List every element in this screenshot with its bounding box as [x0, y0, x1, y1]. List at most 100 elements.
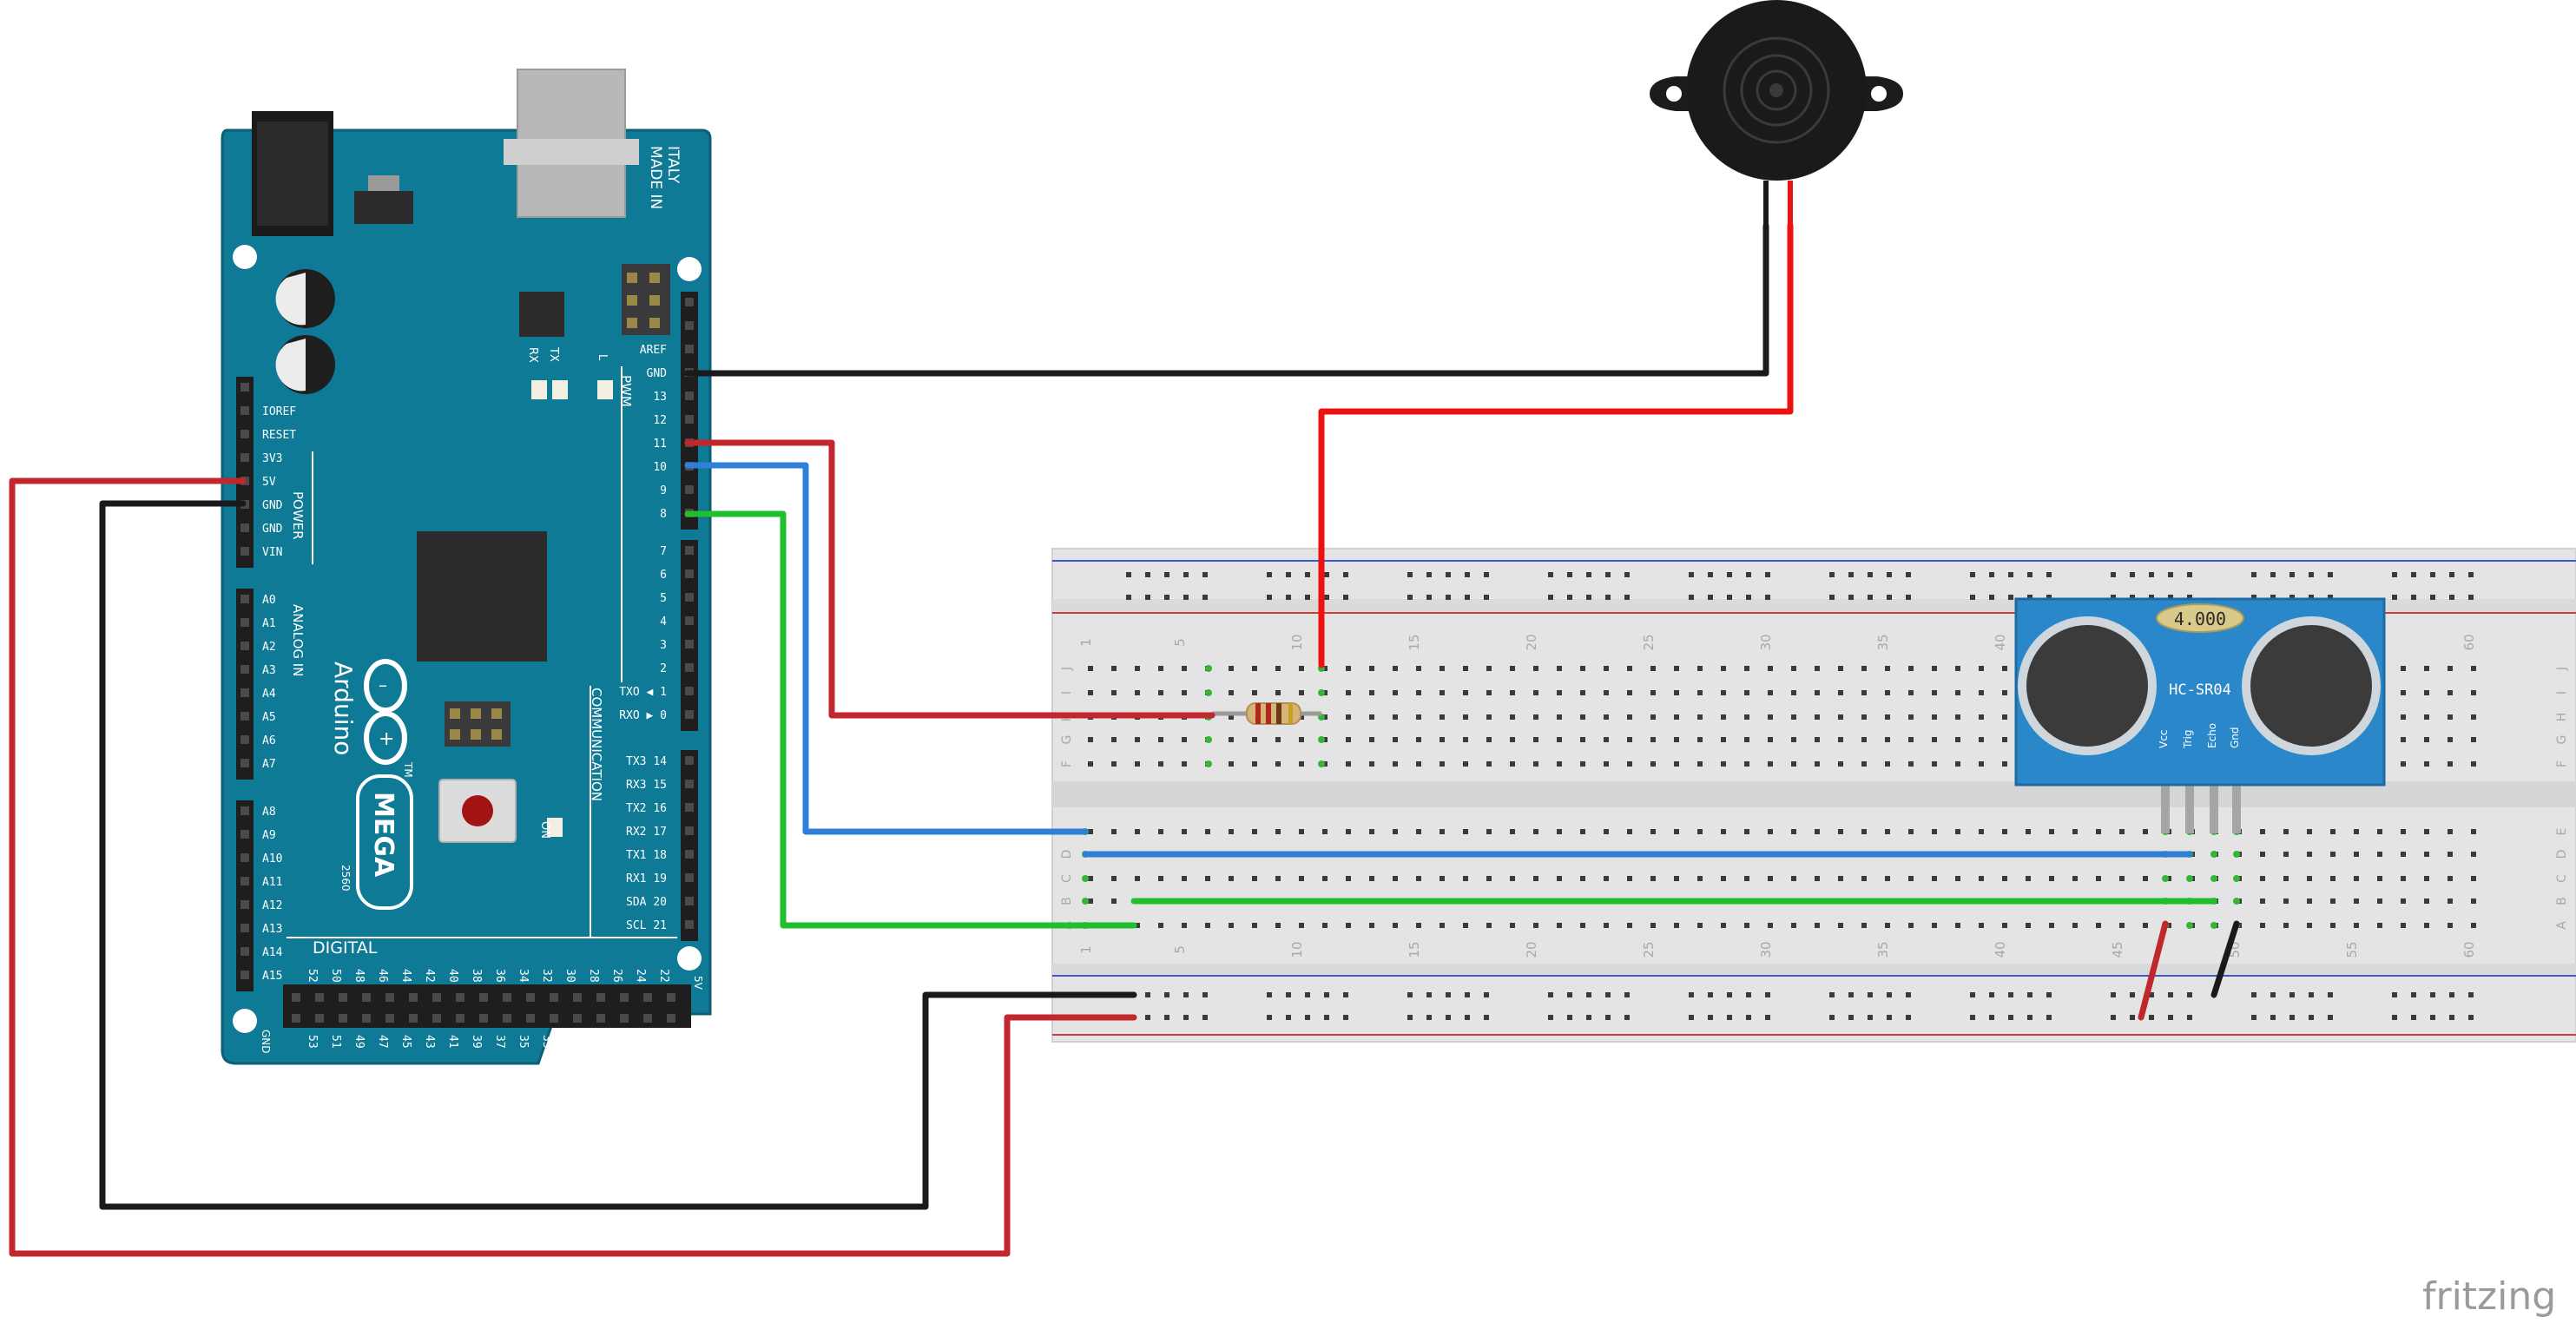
- breadboard-hole[interactable]: [1697, 761, 1703, 767]
- rail-hole[interactable]: [2046, 1015, 2052, 1020]
- rail-hole[interactable]: [1765, 595, 1770, 600]
- rail-hole[interactable]: [1765, 992, 1770, 997]
- breadboard-hole[interactable]: [2002, 876, 2007, 881]
- breadboard-hole[interactable]: [1791, 761, 1796, 767]
- rail-hole[interactable]: [1183, 992, 1189, 997]
- rail-hole[interactable]: [1970, 595, 1975, 600]
- breadboard-hole[interactable]: [1979, 829, 1984, 834]
- rail-hole[interactable]: [2392, 572, 2397, 577]
- header-pin[interactable]: [685, 616, 694, 625]
- breadboard-hole[interactable]: [1299, 737, 1304, 742]
- rail-hole[interactable]: [2008, 1015, 2013, 1020]
- breadboard-hole[interactable]: [1486, 690, 1492, 695]
- breadboard-hole[interactable]: [1885, 876, 1890, 881]
- breadboard-hole[interactable]: [1650, 923, 1656, 928]
- breadboard-hole[interactable]: [1510, 714, 1515, 720]
- rail-hole[interactable]: [2468, 572, 2474, 577]
- breadboard-hole[interactable]: [2471, 852, 2476, 857]
- breadboard-hole[interactable]: [1533, 690, 1538, 695]
- header-pin[interactable]: [240, 900, 249, 909]
- breadboard-hole[interactable]: [1838, 923, 1843, 928]
- breadboard-hole[interactable]: [2401, 761, 2406, 767]
- breadboard-hole[interactable]: [1885, 690, 1890, 695]
- breadboard-hole[interactable]: [1932, 666, 1937, 671]
- breadboard-hole[interactable]: [2096, 829, 2101, 834]
- rail-hole[interactable]: [2411, 1015, 2416, 1020]
- rail-hole[interactable]: [1605, 572, 1611, 577]
- rail-hole[interactable]: [1343, 572, 1348, 577]
- header-pin[interactable]: [685, 687, 694, 695]
- breadboard-hole[interactable]: [1932, 690, 1937, 695]
- rail-hole[interactable]: [2392, 1015, 2397, 1020]
- rail-hole[interactable]: [1567, 572, 1572, 577]
- rail-hole[interactable]: [1145, 992, 1150, 997]
- breadboard-hole[interactable]: [1533, 737, 1538, 742]
- rail-hole[interactable]: [1848, 572, 1854, 577]
- rail-hole[interactable]: [2328, 572, 2333, 577]
- breadboard-hole[interactable]: [1440, 829, 1445, 834]
- rail-hole[interactable]: [2449, 595, 2454, 600]
- breadboard-hole[interactable]: [1932, 761, 1937, 767]
- breadboard-hole[interactable]: [1135, 876, 1140, 881]
- rail-hole[interactable]: [2289, 595, 2295, 600]
- breadboard-hole[interactable]: [1557, 876, 1562, 881]
- header-pin[interactable]: [685, 850, 694, 859]
- rail-hole[interactable]: [2289, 572, 2295, 577]
- rail-hole[interactable]: [2027, 1015, 2032, 1020]
- breadboard-hole[interactable]: [2401, 737, 2406, 742]
- rail-hole[interactable]: [2168, 1015, 2173, 1020]
- breadboard-hole[interactable]: [2330, 852, 2336, 857]
- breadboard-hole[interactable]: [1908, 737, 1914, 742]
- breadboard-hole[interactable]: [1252, 829, 1257, 834]
- breadboard-hole[interactable]: [1744, 666, 1749, 671]
- breadboard-hole[interactable]: [2424, 761, 2429, 767]
- rail-hole[interactable]: [1887, 572, 1892, 577]
- breadboard-hole[interactable]: [1369, 761, 1374, 767]
- breadboard-hole[interactable]: [2283, 898, 2289, 904]
- breadboard-hole[interactable]: [1768, 761, 1773, 767]
- breadboard-hole[interactable]: [1111, 690, 1117, 695]
- breadboard-hole[interactable]: [1299, 761, 1304, 767]
- breadboard-hole[interactable]: [2377, 923, 2382, 928]
- rail-hole[interactable]: [1324, 992, 1329, 997]
- rail-hole[interactable]: [1446, 1015, 1451, 1020]
- rail-hole[interactable]: [1484, 595, 1489, 600]
- rail-hole[interactable]: [1183, 572, 1189, 577]
- rail-hole[interactable]: [1906, 595, 1911, 600]
- rail-hole[interactable]: [1708, 1015, 1713, 1020]
- breadboard-hole[interactable]: [1510, 737, 1515, 742]
- rail-hole[interactable]: [1465, 572, 1470, 577]
- rail-hole[interactable]: [1605, 992, 1611, 997]
- breadboard-hole[interactable]: [1838, 876, 1843, 881]
- header-pin[interactable]: [479, 993, 488, 1002]
- rail-hole[interactable]: [2008, 595, 2013, 600]
- rail-hole[interactable]: [1183, 595, 1189, 600]
- breadboard-hole[interactable]: [1580, 737, 1585, 742]
- rail-hole[interactable]: [1746, 595, 1751, 600]
- breadboard-hole[interactable]: [2260, 829, 2265, 834]
- breadboard-hole[interactable]: [1721, 876, 1726, 881]
- breadboard-hole[interactable]: [1346, 829, 1351, 834]
- breadboard-hole[interactable]: [2424, 666, 2429, 671]
- breadboard-hole[interactable]: [1791, 876, 1796, 881]
- breadboard-hole[interactable]: [1135, 761, 1140, 767]
- breadboard-hole[interactable]: [1979, 761, 1984, 767]
- breadboard-hole[interactable]: [2471, 876, 2476, 881]
- breadboard-hole[interactable]: [2049, 829, 2054, 834]
- rail-hole[interactable]: [1426, 595, 1432, 600]
- header-pin[interactable]: [456, 993, 464, 1002]
- breadboard-hole[interactable]: [1627, 714, 1632, 720]
- rail-hole[interactable]: [1848, 1015, 1854, 1020]
- breadboard-hole[interactable]: [1955, 761, 1960, 767]
- breadboard-hole[interactable]: [2260, 923, 2265, 928]
- breadboard-hole[interactable]: [1182, 923, 1187, 928]
- breadboard-hole[interactable]: [1838, 690, 1843, 695]
- rail-hole[interactable]: [2430, 992, 2435, 997]
- breadboard-hole[interactable]: [1229, 876, 1234, 881]
- breadboard-hole[interactable]: [1346, 666, 1351, 671]
- rail-hole[interactable]: [1324, 1015, 1329, 1020]
- breadboard-hole[interactable]: [1932, 737, 1937, 742]
- breadboard-hole[interactable]: [1791, 714, 1796, 720]
- rail-hole[interactable]: [1305, 572, 1310, 577]
- rail-hole[interactable]: [1708, 992, 1713, 997]
